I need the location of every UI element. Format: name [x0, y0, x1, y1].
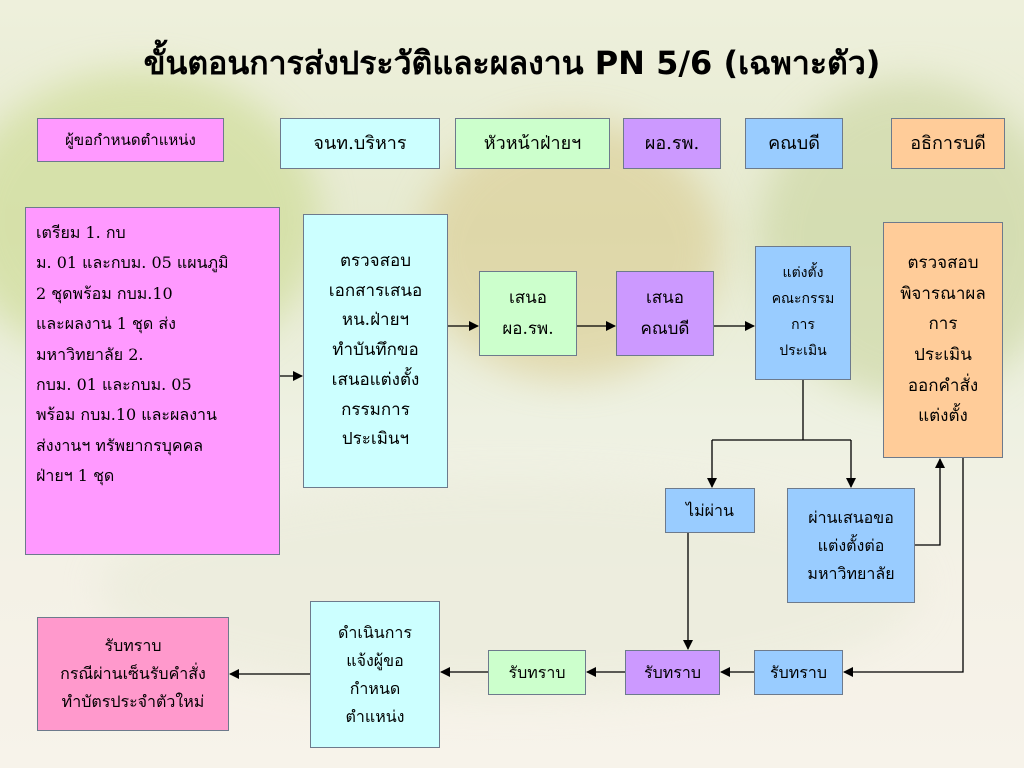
step-review-result: ตรวจสอบ พิจารณาผล การ ประเมิน ออกคำสั่ง …	[883, 222, 1003, 458]
step-propose-dean: เสนอคณบดี	[616, 271, 714, 356]
step-appoint-committee: แต่งตั้ง คณะกรรม การ ประเมิน	[755, 246, 851, 380]
role-dept-head: หัวหน้าฝ่ายฯ	[455, 118, 610, 169]
step-ack-head: รับทราบ	[488, 650, 586, 695]
arrow-pass-to-review	[915, 458, 945, 546]
role-hospital-director: ผอ.รพ.	[623, 118, 721, 169]
step-pass: ผ่านเสนอขอ แต่งตั้งต่อ มหาวิทยาลัย	[787, 488, 915, 603]
step-fail: ไม่ผ่าน	[665, 488, 755, 533]
step-prepare-documents: เตรียม 1. กบ ม. 01 และกบม. 05 แผนภูมิ 2 …	[25, 207, 280, 555]
arrow-review-to-ack-dean	[843, 458, 964, 677]
role-dean: คณบดี	[745, 118, 843, 169]
role-requester: ผู้ขอกำหนดตำแหน่ง	[37, 118, 224, 162]
step-check-documents: ตรวจสอบ เอกสารเสนอ หน.ฝ่ายฯ ทำบันทึกขอ เ…	[303, 214, 448, 488]
step-notify-requester: ดำเนินการ แจ้งผู้ขอ กำหนด ตำแหน่ง	[310, 601, 440, 748]
step-final-acknowledge: รับทราบ กรณีผ่านเซ็นรับคำสั่ง ทำบัตรประจ…	[37, 617, 229, 731]
role-admin-officer: จนท.บริหาร	[280, 118, 440, 169]
step-ack-dean: รับทราบ	[754, 650, 843, 695]
step-propose-director: เสนอผอ.รพ.	[479, 271, 577, 356]
diagram-title: ขั้นตอนการส่งประวัติและผลงาน PN 5/6 (เฉพ…	[143, 44, 881, 82]
step-ack-director: รับทราบ	[625, 650, 720, 695]
role-chancellor: อธิการบดี	[891, 118, 1005, 169]
